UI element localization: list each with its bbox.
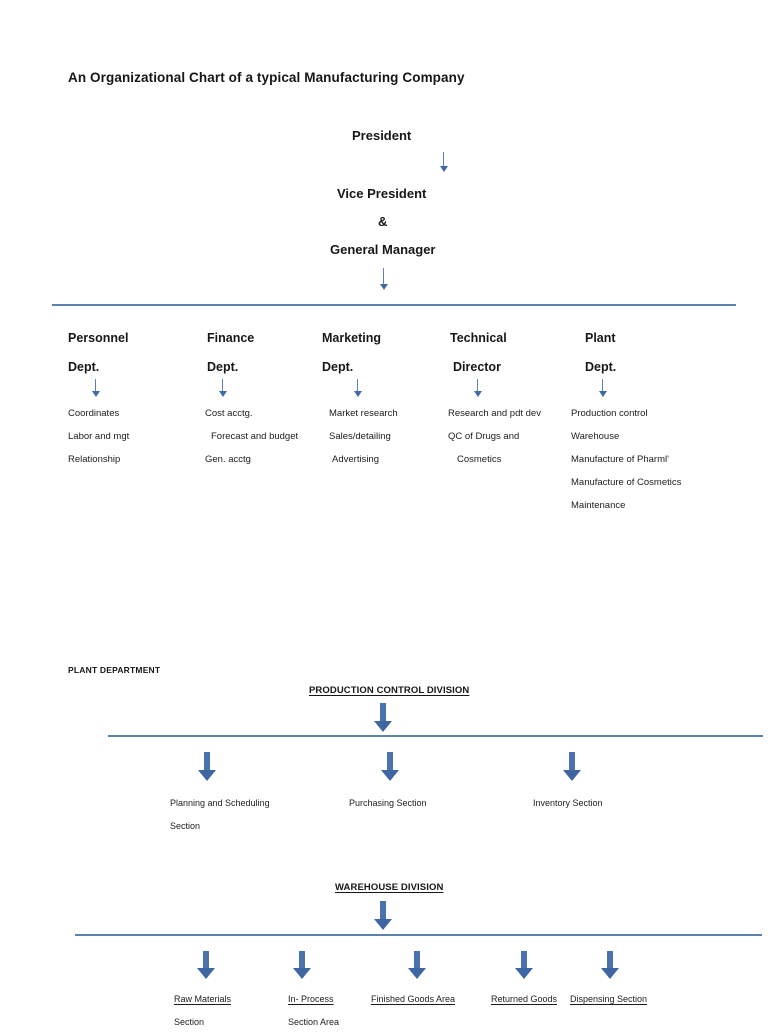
department-item: QC of Drugs and	[448, 431, 520, 442]
section-purchasing: Purchasing Section	[349, 792, 427, 815]
department-item: Sales/detailing	[329, 431, 391, 442]
department-item: Production control	[571, 408, 648, 419]
department-item: Forecast and budget	[211, 431, 299, 442]
section-label-line1: Purchasing Section	[349, 798, 427, 808]
section-label-line1: Raw Materials	[174, 994, 232, 1004]
connector-arrow-inventory	[563, 752, 581, 781]
department-item: Research and pdt dev	[448, 408, 541, 419]
department-column-plant: Plant Dept.	[585, 324, 616, 382]
department-item: Cost acctg.	[205, 408, 253, 419]
department-head-line1: Finance	[207, 331, 255, 345]
connector-arrow-returned-goods	[515, 951, 533, 979]
department-head-line1: Plant	[585, 331, 616, 345]
connector-arrow-marketing	[352, 379, 363, 397]
department-head-line2: Dept.	[322, 360, 354, 374]
department-head-line1: Marketing	[322, 331, 382, 345]
department-column-technical: Technical Director	[450, 324, 507, 382]
department-item: Manufacture of Cosmetics	[571, 477, 682, 488]
org-node-ampersand: &	[378, 214, 388, 229]
section-label-line1: Inventory Section	[533, 798, 603, 808]
department-items-personnel: Coordinates Labor and mgt Relationship	[68, 402, 129, 471]
department-items-technical: Research and pdt dev QC of Drugs and Cos…	[448, 402, 541, 471]
section-label-line2: Section Area	[288, 1017, 340, 1027]
connector-arrow-personnel	[90, 379, 101, 397]
department-items-finance: Cost acctg. Forecast and budget Gen. acc…	[205, 402, 298, 471]
section-label-line2: Section	[174, 1017, 205, 1027]
section-label-line1: Returned Goods	[491, 994, 558, 1004]
department-item: Market research	[329, 408, 398, 419]
connector-arrow-dispensing	[601, 951, 619, 979]
department-divider-line	[52, 304, 736, 306]
department-head-line1: Technical	[450, 331, 507, 345]
department-item: Manufacture of Pharml'	[571, 454, 669, 465]
section-label-line2: Section	[170, 821, 201, 831]
department-item: Warehouse	[571, 431, 620, 442]
department-column-finance: Finance Dept.	[207, 324, 254, 382]
connector-arrow-raw-materials	[197, 951, 215, 979]
section-in-process: In- Process Section Area	[288, 988, 339, 1034]
section-label-line1: Dispensing Section	[570, 994, 648, 1004]
department-column-personnel: Personnel Dept.	[68, 324, 128, 382]
org-node-president: President	[352, 128, 412, 143]
org-node-general-manager: General Manager	[330, 242, 436, 257]
plant-department-label: PLANT DEPARTMENT	[68, 665, 161, 675]
department-head-line2: Dept.	[207, 360, 239, 374]
department-item: Cosmetics	[457, 454, 502, 465]
department-item: Gen. acctg	[205, 454, 251, 465]
department-item: Maintenance	[571, 500, 626, 511]
page-title: An Organizational Chart of a typical Man…	[68, 70, 465, 85]
connector-arrow-finance	[217, 379, 228, 397]
connector-arrow-in-process	[293, 951, 311, 979]
section-label-line1: Planning and Scheduling	[170, 798, 270, 808]
department-head-line2: Dept.	[68, 360, 100, 374]
connector-arrow-president-to-vp	[438, 152, 449, 172]
connector-arrow-plant	[597, 379, 608, 397]
warehouse-divider-line	[75, 934, 762, 936]
department-item: Labor and mgt	[68, 431, 130, 442]
section-inventory: Inventory Section	[533, 792, 603, 815]
department-head-line2: Dept.	[585, 360, 617, 374]
department-items-marketing: Market research Sales/detailing Advertis…	[329, 402, 398, 471]
connector-arrow-finished-goods	[408, 951, 426, 979]
section-label-line1: In- Process	[288, 994, 334, 1004]
section-label-line1: Finished Goods Area	[371, 994, 456, 1004]
connector-arrow-planning-scheduling	[198, 752, 216, 781]
department-head-line2: Director	[453, 360, 501, 374]
org-node-vice-president: Vice President	[337, 186, 427, 201]
division-title-warehouse: WAREHOUSE DIVISION	[335, 882, 444, 893]
division-title-production-control: PRODUCTION CONTROL DIVISION	[309, 685, 470, 696]
department-item: Relationship	[68, 454, 121, 465]
section-raw-materials: Raw Materials Section	[174, 988, 231, 1034]
department-items-plant: Production control Warehouse Manufacture…	[571, 402, 681, 517]
section-finished-goods-area: Finished Goods Area	[371, 988, 455, 1011]
connector-arrow-production-control-division	[374, 703, 392, 732]
connector-arrow-gm-to-departments	[378, 268, 389, 290]
connector-arrow-purchasing	[381, 752, 399, 781]
department-head-line1: Personnel	[68, 331, 129, 345]
connector-arrow-warehouse-division	[374, 901, 392, 930]
section-returned-goods: Returned Goods	[491, 988, 557, 1011]
section-planning-and-scheduling: Planning and Scheduling Section	[170, 792, 270, 838]
connector-arrow-technical	[472, 379, 483, 397]
department-column-marketing: Marketing Dept.	[322, 324, 381, 382]
section-dispensing: Dispensing Section	[570, 988, 647, 1011]
department-item: Coordinates	[68, 408, 120, 419]
department-item: Advertising	[332, 454, 379, 465]
production-control-divider-line	[108, 735, 763, 737]
